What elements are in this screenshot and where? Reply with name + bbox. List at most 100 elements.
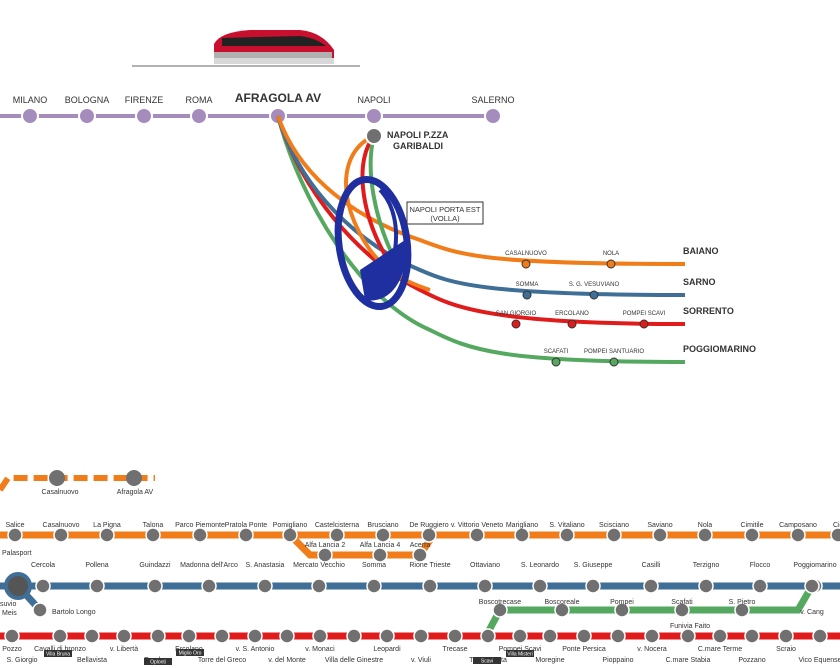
network-station-dot [84, 628, 100, 644]
network-station-dot [329, 527, 345, 543]
station-label: Cic [833, 522, 840, 529]
branch-station-label: S. G. VESUVIANO [569, 282, 620, 288]
station-label: S. Pietro [729, 599, 756, 606]
station-label: v. S. Antonio [236, 646, 275, 653]
network-station-dot [469, 527, 485, 543]
network-station-dot [542, 628, 558, 644]
branch-station-label: POMPEI SANTUARIO [584, 349, 644, 355]
branch-station-dot [589, 290, 599, 300]
network-station-dot [643, 578, 659, 594]
network-station-dot [413, 628, 429, 644]
station-label: Terzigno [693, 562, 720, 569]
network-station-dot [830, 527, 840, 543]
network-station-dot [492, 602, 508, 618]
network-station-dot [744, 527, 760, 543]
interchange-tag-label: Villa Misteri [507, 652, 532, 658]
interchange-tag [144, 658, 172, 665]
network-station-dot [312, 628, 328, 644]
station-label: Scraio [776, 646, 796, 653]
branch-station-dot [606, 259, 616, 269]
station-label: v. Vittorio Veneto [451, 522, 503, 529]
station-label: Afragola AV [117, 489, 154, 496]
av-station-label: AFRAGOLA AV [235, 91, 321, 105]
network-station-dot [4, 628, 20, 644]
interchange-tag-label: Miglio Oro [179, 651, 202, 657]
network-station-dot [559, 527, 575, 543]
network-station-dot [477, 578, 493, 594]
network-station-dot [812, 628, 828, 644]
train-illustration [132, 30, 360, 67]
network-station-dot [422, 578, 438, 594]
branch-station-label: ERCOLANO [555, 311, 589, 317]
branch-station-label: NOLA [603, 251, 619, 257]
network-station-dot [7, 527, 23, 543]
station-label: S. Vitaliano [549, 522, 584, 529]
av-station-label: BOLOGNA [65, 95, 110, 105]
station-label: Talona [143, 522, 164, 529]
branch-station-label: POMPEI SCAVI [623, 311, 666, 317]
station-label: Poggiomarino [793, 562, 836, 569]
station-label: Cercola [31, 562, 55, 569]
network-station-dot [698, 578, 714, 594]
network-station-dot [181, 628, 197, 644]
station-label: S. Giuseppe [574, 562, 613, 569]
network-station-dot [201, 578, 217, 594]
network-station-dot [480, 628, 496, 644]
network-station-dot [53, 527, 69, 543]
station-label: Alfa Lancia 2 [305, 542, 346, 549]
network-station-dot [712, 628, 728, 644]
network-station-dot [126, 470, 142, 486]
station-label: Trecase [442, 646, 467, 653]
station-label: Meis [2, 610, 17, 617]
interchange-tag-label: Scavi [481, 659, 493, 665]
branch-name: POGGIOMARINO [683, 344, 756, 354]
station-label: Somma [362, 562, 386, 569]
branch-station-label: SAN GIORGIO [496, 311, 537, 317]
station-label: Pomigliano [273, 522, 308, 529]
network-station-dot [366, 578, 382, 594]
network-station-dot [512, 628, 528, 644]
station-label: Mercato Vecchio [293, 562, 345, 569]
station-label: Camposano [779, 522, 817, 529]
network-station-dot [610, 628, 626, 644]
network-station-dot [680, 628, 696, 644]
network-station-dot [514, 527, 530, 543]
branch-station-label: SOMMA [516, 282, 539, 288]
station-label: Vico Equense [798, 657, 840, 664]
station-label: Acerra [410, 542, 431, 549]
station-label: v. Libertà [110, 646, 138, 653]
porta-est-ring [334, 175, 412, 311]
av-station-dot [484, 107, 502, 125]
station-label: Moregine [535, 657, 564, 664]
station-label: Scafati [671, 599, 693, 606]
station-label: Villa delle Ginestre [325, 657, 383, 664]
interchange-tag [44, 650, 72, 657]
station-label: Pozzano [738, 657, 765, 664]
napoli-garibaldi-label-1: NAPOLI P.ZZA [387, 130, 449, 140]
branch-station-label: CASALNUOVO [505, 251, 547, 257]
network-station-dot [147, 578, 163, 594]
station-label: Nola [698, 522, 713, 529]
station-label: v. del Monte [268, 657, 306, 664]
station-label: Pioppaino [602, 657, 633, 664]
station-label: Flocco [750, 562, 771, 569]
network-station-dot [412, 547, 428, 563]
station-label: C.mare Terme [698, 646, 742, 653]
interchange-tag-label: Villa Bruna [46, 652, 70, 658]
station-label: Pozzo [2, 646, 22, 653]
station-label: Boscoreale [544, 599, 579, 606]
av-station-dot [135, 107, 153, 125]
av-station-label: NAPOLI [357, 95, 390, 105]
network-station-dot [804, 578, 820, 594]
network-station-dot [346, 628, 362, 644]
station-label: Castelcisterna [315, 522, 359, 529]
station-label: suvio [0, 601, 16, 608]
branch-station-dot [551, 357, 561, 367]
station-label: De Ruggiero [409, 522, 448, 529]
network-station-dot [311, 578, 327, 594]
station-label: S. Giorgio [6, 657, 37, 664]
network-station-dot [247, 628, 263, 644]
station-label: Pompei Scavi [499, 646, 542, 653]
svg-text:NAPOLI PORTA EST: NAPOLI PORTA EST [410, 205, 481, 214]
network-station-dot [257, 578, 273, 594]
